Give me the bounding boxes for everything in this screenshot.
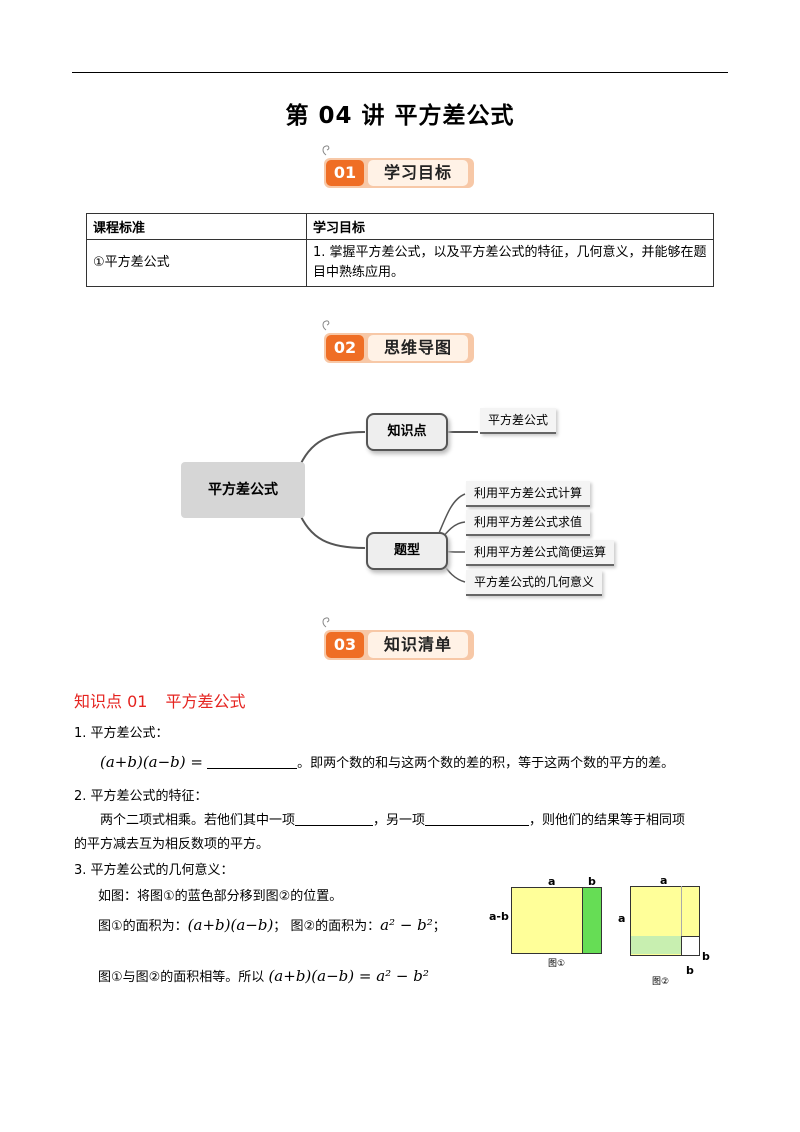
figure-2: a a b b 图②: [614, 872, 714, 987]
fig2-label-side: a: [618, 912, 626, 925]
answer-blank: [295, 811, 374, 826]
curl-icon: [322, 617, 330, 628]
badge-number: 02: [326, 335, 364, 361]
item-2-text-cont: 的平方减去互为相反数项的平方。: [74, 837, 270, 852]
fig1-yellow-rect: [511, 887, 583, 954]
section-badge-knowledge: 03 知识清单: [318, 617, 478, 662]
answer-blank: [425, 811, 530, 826]
fig2-green-strip: [631, 936, 681, 954]
top-rule: [72, 72, 728, 73]
item-1: 1. 平方差公式：: [74, 726, 169, 741]
badge-number: 03: [326, 632, 364, 658]
knowledge-point-title: 平方差公式: [165, 692, 246, 711]
area2-formula: a² − b²: [380, 916, 433, 934]
text-fragment: ，另一项: [373, 813, 426, 828]
table-row: ①平方差公式 1. 掌握平方差公式，以及平方差公式的特征，几何意义，并能够在题目…: [86, 239, 714, 287]
badge-label: 知识清单: [368, 632, 468, 658]
fig2-caption: 图②: [652, 977, 670, 987]
fig1-green-rect: [582, 887, 602, 954]
text-fragment: ，则他们的结果等于相同项: [529, 813, 686, 828]
mindmap-leaf: 平方差公式: [480, 408, 557, 434]
fig2-label-b-right: b: [702, 950, 710, 963]
area2-label: 图②的面积为：: [290, 919, 381, 934]
item-2: 2. 平方差公式的特征：: [74, 789, 208, 804]
mindmap-branch-knowledge: 知识点: [366, 413, 448, 451]
table-header-cell: 学习目标: [306, 213, 714, 240]
knowledge-point-number: 知识点 01: [74, 692, 148, 711]
conclusion-text: 图①与图②的面积相等。所以: [98, 970, 265, 985]
fig1-caption: 图①: [548, 959, 566, 969]
mindmap-leaf: 利用平方差公式计算: [466, 481, 591, 507]
curl-icon: [322, 320, 330, 331]
geo-line-1: 如图：将图①的蓝色部分移到图②的位置。: [98, 889, 343, 904]
badge-label: 学习目标: [368, 160, 468, 186]
fig2-label-b-bottom: b: [686, 964, 694, 977]
badge-number: 01: [326, 160, 364, 186]
table-cell-goal: 1. 掌握平方差公式，以及平方差公式的特征，几何意义，并能够在题目中熟练应用。: [306, 239, 714, 287]
mindmap-leaf: 平方差公式的几何意义: [466, 570, 603, 596]
geo-areas: 图①的面积为：(a+b)(a−b)； 图②的面积为：a² − b²；: [98, 916, 446, 934]
table-cell-standard: ①平方差公式: [86, 239, 307, 287]
conclusion-formula: (a+b)(a−b) = a² − b²: [268, 967, 429, 985]
mindmap-leaf: 利用平方差公式简便运算: [466, 540, 615, 566]
item-3: 3. 平方差公式的几何意义：: [74, 863, 234, 878]
area1-formula: (a+b)(a−b): [187, 916, 274, 934]
fig2-label-top: a: [660, 874, 668, 887]
section-badge-goals: 01 学习目标: [318, 145, 478, 190]
section-badge-mindmap: 02 思维导图: [318, 320, 478, 365]
area1-label: 图①的面积为：: [98, 919, 188, 934]
item-2-text: 两个二项式相乘。若他们其中一项 ，另一项 ，则他们的结果等于相同项: [100, 809, 685, 828]
goals-table: 课程标准 学习目标 ①平方差公式 1. 掌握平方差公式，以及平方差公式的特征，几…: [86, 213, 714, 287]
fig1-label-a: a: [548, 875, 556, 888]
fig2-white-corner: [681, 936, 700, 956]
answer-blank: [207, 754, 298, 769]
knowledge-point-heading: 知识点 01 平方差公式: [74, 688, 263, 712]
fig1-label-b: b: [588, 875, 596, 888]
curl-icon: [322, 145, 330, 156]
formula-line: (a+b)(a−b) = 。即两个数的和与这两个数的差的积，等于这两个数的平方的…: [100, 752, 674, 771]
page-title: 第 04 讲 平方差公式: [285, 103, 515, 129]
mindmap-root: 平方差公式: [181, 462, 305, 518]
mindmap-leaf: 利用平方差公式求值: [466, 510, 591, 536]
figure-1: a b a-b 图①: [486, 872, 606, 972]
geo-conclusion: 图①与图②的面积相等。所以 (a+b)(a−b) = a² − b²: [98, 966, 429, 985]
text-fragment: 两个二项式相乘。若他们其中一项: [100, 813, 296, 828]
mindmap-branch-types: 题型: [366, 532, 448, 570]
fig1-label-side: a-b: [489, 910, 509, 923]
formula-lhs: (a+b)(a−b) =: [100, 753, 203, 771]
fig2-divider: [681, 886, 682, 936]
formula-explanation: 。即两个数的和与这两个数的差的积，等于这两个数的平方的差。: [297, 756, 675, 771]
badge-label: 思维导图: [368, 335, 468, 361]
